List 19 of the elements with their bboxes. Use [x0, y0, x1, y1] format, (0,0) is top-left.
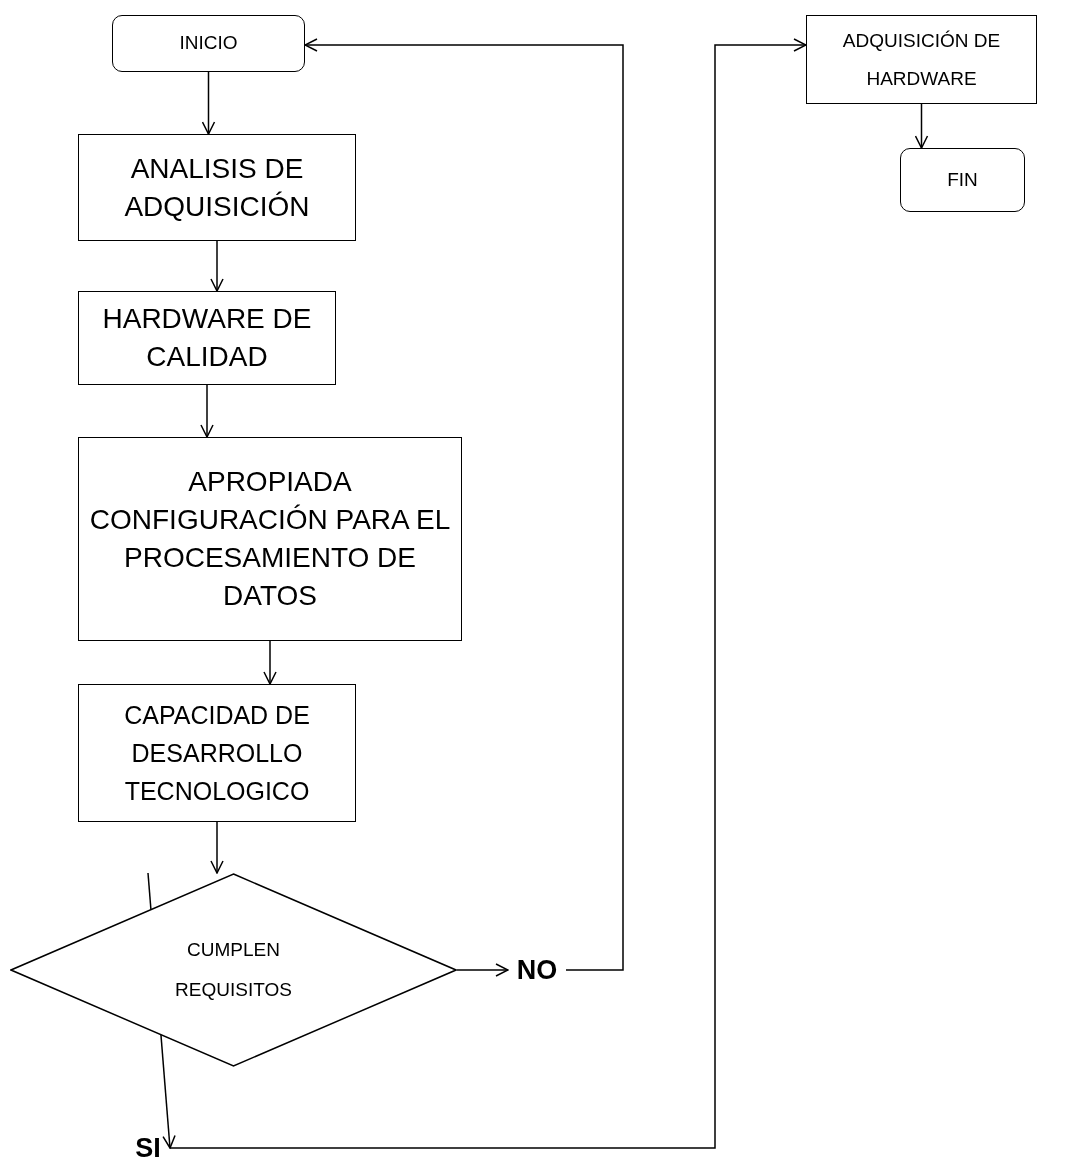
decision-diamond: CUMPLEN REQUISITOS: [10, 873, 457, 1067]
arrow: [201, 71, 216, 135]
process-box: HARDWARE DE CALIDAD: [78, 291, 336, 385]
process-box: APROPIADA CONFIGURACIÓN PARA EL PROCESAMIENTO DE DATOS: [78, 437, 462, 641]
arrow: [263, 640, 277, 685]
arrow: [169, 38, 807, 1149]
process-box: CAPACIDAD DE DESARROLLO TECNOLOGICO: [78, 684, 356, 822]
end-terminal: FIN: [900, 148, 1025, 212]
arrow: [914, 103, 929, 149]
arrow: [304, 38, 624, 971]
arrow: [200, 384, 214, 438]
arrow: [456, 963, 509, 977]
branch-label: NO: [508, 952, 566, 988]
process-box: ADQUISICIÓN DE HARDWARE: [806, 15, 1037, 104]
process-box: ANALISIS DE ADQUISICIÓN: [78, 134, 356, 241]
start-terminal: INICIO: [112, 15, 305, 72]
arrow: [210, 240, 224, 292]
arrow: [210, 821, 224, 874]
branch-label: SI: [126, 1130, 170, 1166]
